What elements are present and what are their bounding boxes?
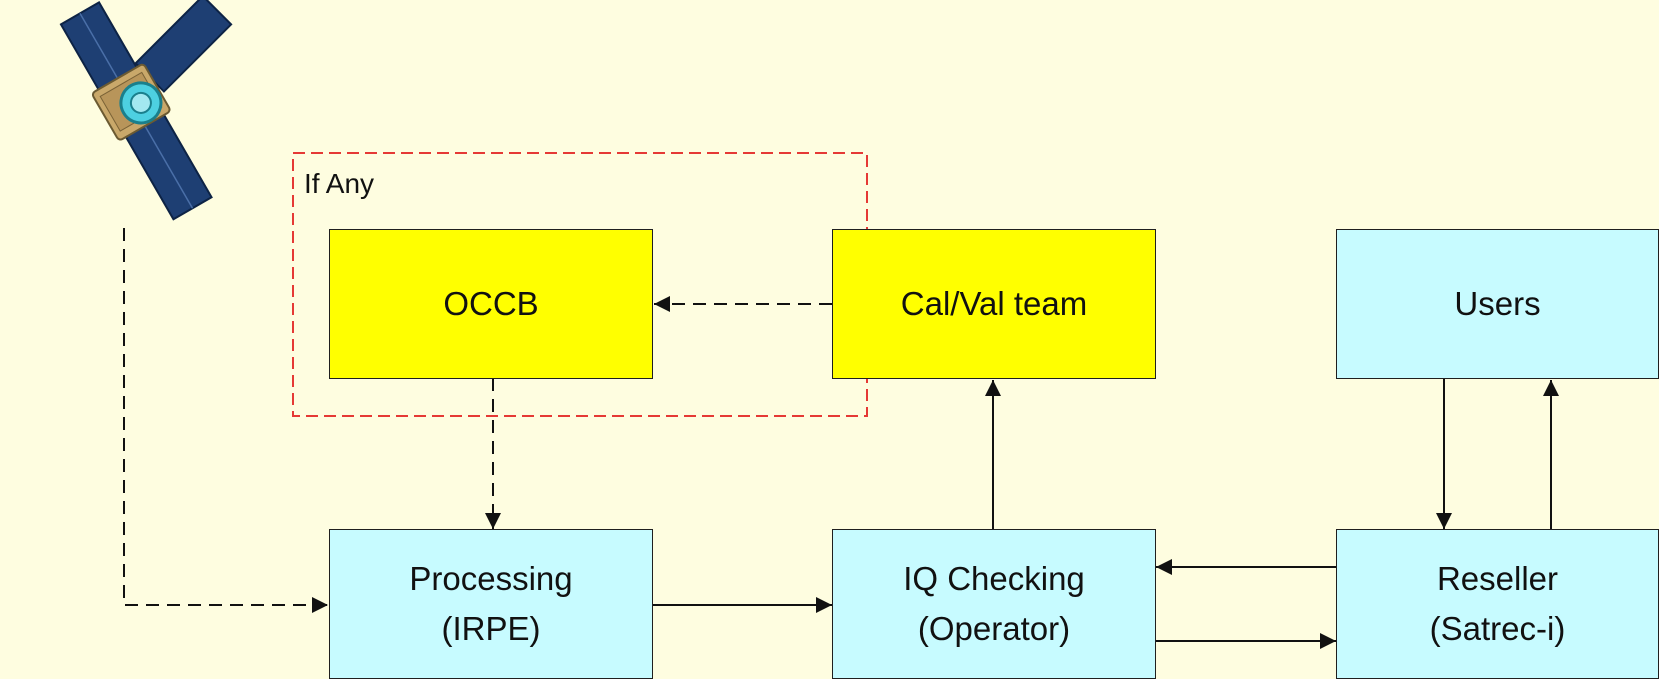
reseller-box: Reseller (Satrec-i) (1336, 529, 1659, 679)
processing-box: Processing (IRPE) (329, 529, 653, 679)
reseller-subtitle: (Satrec-i) (1429, 610, 1566, 647)
iq-checking-box: IQ Checking (Operator) (832, 529, 1156, 679)
processing-subtitle: (IRPE) (441, 610, 541, 647)
iq-checking-title: IQ Checking (903, 560, 1085, 597)
if-any-label: If Any (304, 168, 375, 199)
occb-box: OCCB (329, 229, 653, 379)
processing-title: Processing (409, 560, 573, 597)
users-box: Users (1336, 229, 1659, 379)
occb-label: OCCB (443, 285, 539, 322)
reseller-title: Reseller (1436, 560, 1559, 597)
calval-label: Cal/Val team (900, 285, 1088, 322)
users-label: Users (1454, 285, 1541, 322)
iq-checking-subtitle: (Operator) (917, 610, 1071, 647)
satellite-icon (59, 0, 233, 221)
calval-box: Cal/Val team (832, 229, 1156, 379)
satellite-to-processing-arrow (123, 228, 328, 613)
